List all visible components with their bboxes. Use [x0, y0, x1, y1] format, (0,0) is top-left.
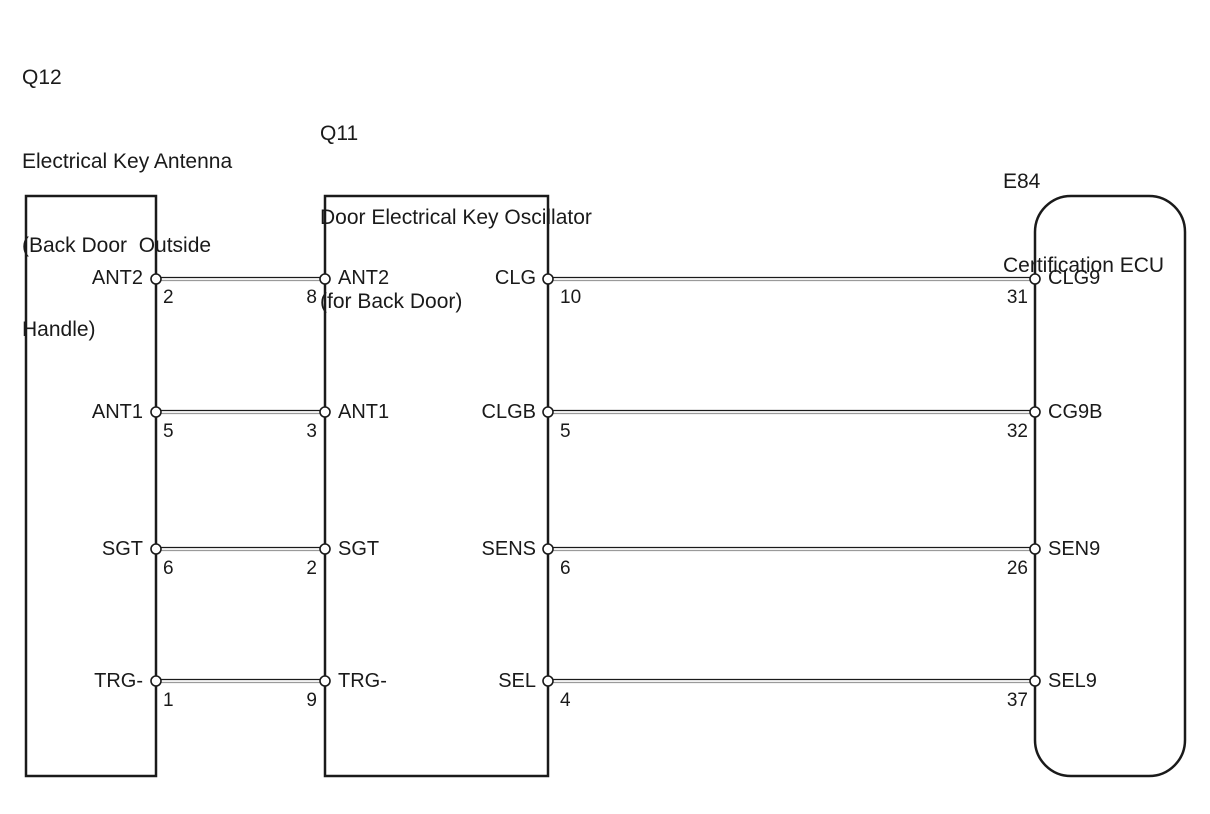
q11-left-pin-number: 3	[306, 421, 317, 442]
e84-ecu-box	[1033, 194, 1187, 778]
q11-left-pin-label: TRG-	[338, 670, 387, 692]
q12-pin-number: 5	[163, 421, 174, 442]
q11-left-pin-label: ANT1	[338, 401, 389, 423]
q11-left-pin-number: 9	[306, 690, 317, 711]
q11-right-pin-label: CLGB	[482, 401, 536, 423]
q12-pin-label: TRG-	[94, 670, 143, 692]
e84-pin-number: 31	[1007, 287, 1028, 308]
q11-right-pin-label: SEL	[498, 670, 536, 692]
q11-oscillator-box	[323, 194, 550, 778]
q11-code: Q11	[320, 122, 359, 145]
terminal-circle	[150, 273, 162, 285]
terminal-circle	[542, 543, 554, 555]
q12-code: Q12	[22, 66, 62, 89]
terminal-circle	[319, 406, 331, 418]
e84-pin-label: SEL9	[1048, 670, 1097, 692]
e84-pin-label: CLG9	[1048, 267, 1100, 289]
terminal-circle	[1029, 543, 1041, 555]
q12-pin-number: 6	[163, 558, 174, 579]
q11-right-pin-number: 4	[560, 690, 571, 711]
e84-pin-number: 37	[1007, 690, 1028, 711]
e84-title: E84 Certification ECU	[1003, 112, 1164, 308]
q11-right-pin-number: 6	[560, 558, 571, 579]
q12-pin-label: ANT2	[92, 267, 143, 289]
e84-code: E84	[1003, 170, 1041, 193]
e84-name-line-1: Certification ECU	[1003, 254, 1165, 277]
wires	[156, 276, 1035, 684]
q12-connector-box	[24, 194, 158, 778]
terminal-circle	[150, 675, 162, 687]
q12-pin-label: ANT1	[92, 401, 143, 423]
q11-name-line-2: (for Back Door)	[320, 290, 463, 313]
e84-pin-number: 32	[1007, 421, 1028, 442]
terminal-circle	[319, 273, 331, 285]
terminal-circle	[542, 675, 554, 687]
terminal-circle	[150, 543, 162, 555]
terminal-circle	[150, 406, 162, 418]
q12-pin-number: 1	[163, 690, 174, 711]
q11-left-pin-label: ANT2	[338, 267, 389, 289]
terminal-circle	[542, 273, 554, 285]
q12-name-line-3: Handle)	[22, 318, 96, 341]
q11-right-pin-label: CLG	[495, 267, 536, 289]
q11-right-pin-number: 5	[560, 421, 571, 442]
terminal-circle	[1029, 675, 1041, 687]
q11-right-pin-label: SENS	[482, 538, 536, 560]
q12-pin-label: SGT	[102, 538, 143, 560]
q11-left-pin-number: 2	[306, 558, 317, 579]
terminal-circle	[542, 406, 554, 418]
terminal-circle	[319, 675, 331, 687]
q12-pin-number: 2	[163, 287, 174, 308]
e84-pin-label: CG9B	[1048, 401, 1102, 423]
e84-pin-label: SEN9	[1048, 538, 1100, 560]
terminal-circle	[1029, 273, 1041, 285]
terminals	[150, 273, 1041, 687]
e84-pin-number: 26	[1007, 558, 1028, 579]
terminal-circle	[1029, 406, 1041, 418]
q11-right-pin-number: 10	[560, 287, 581, 308]
q11-left-pin-label: SGT	[338, 538, 379, 560]
terminal-circle	[319, 543, 331, 555]
q12-name-line-1: Electrical Key Antenna	[22, 150, 233, 173]
q11-left-pin-number: 8	[306, 287, 317, 308]
